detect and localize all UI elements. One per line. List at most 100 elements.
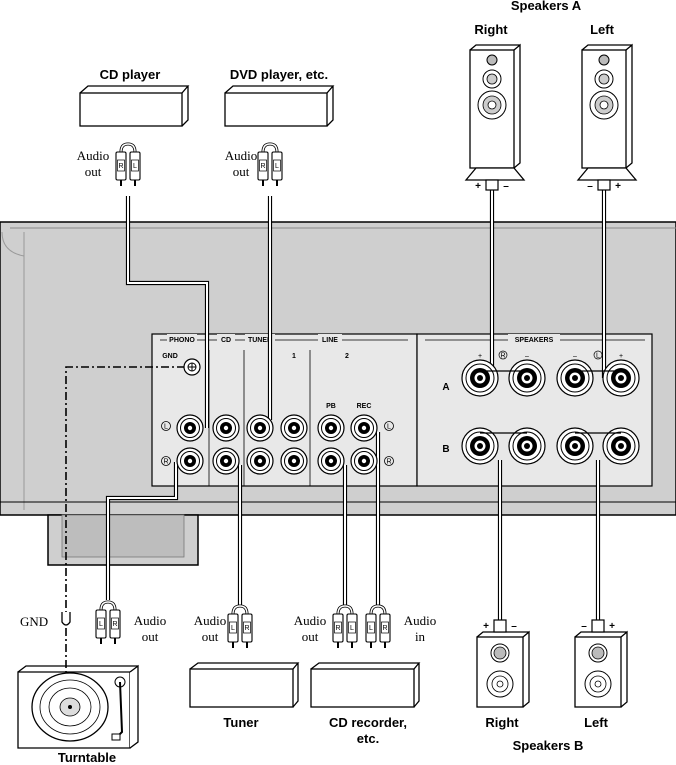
svg-text:R: R [382, 625, 387, 632]
svg-text:L: L [99, 621, 103, 628]
svg-text:+: + [475, 181, 481, 192]
svg-text:Audio: Audio [194, 613, 227, 628]
jack-cd-r [212, 447, 240, 475]
gnd-fork: GND [20, 612, 71, 629]
svg-text:+: + [615, 181, 621, 192]
svg-text:–: – [581, 621, 587, 632]
speaker-terminals [461, 359, 640, 465]
svg-text:Audio: Audio [225, 148, 258, 163]
line-1-label: 1 [292, 353, 296, 360]
speakers-a: Speakers A Right Left [474, 0, 614, 37]
line-label: LINE [322, 337, 338, 344]
cd-label: CD [221, 337, 231, 344]
speakers-b: Right Left Speakers B [485, 715, 608, 753]
jack-tuner-l [246, 414, 274, 442]
svg-text:L: L [231, 625, 235, 632]
speaker-b-left-label: Left [584, 715, 609, 730]
speaker-terminal-b-2 [556, 427, 594, 465]
speaker-a-left-label: Left [590, 22, 615, 37]
svg-text:out: out [302, 629, 319, 644]
cables [65, 190, 607, 672]
cd-player-label: CD player [100, 67, 161, 82]
gnd-terminal [183, 358, 201, 376]
speakers-b-title: Speakers B [513, 738, 584, 753]
svg-text:–: – [503, 181, 509, 192]
svg-text:out: out [202, 629, 219, 644]
jack-line1-l [280, 414, 308, 442]
svg-text:Audio: Audio [134, 613, 167, 628]
row-a-label: A [442, 382, 449, 393]
speaker-terminal-a-2 [556, 359, 594, 397]
speaker-terminal-b-1 [508, 427, 546, 465]
jack-line1-r [280, 447, 308, 475]
svg-text:R: R [244, 625, 249, 632]
speaker-terminal-b-0 [461, 427, 499, 465]
svg-text:R: R [112, 621, 117, 628]
rca-jacks [176, 414, 378, 475]
bookshelf-speakers: + ––+ [476, 619, 628, 708]
speaker-terminal-a-0 [461, 359, 499, 397]
svg-text:L: L [275, 163, 279, 170]
svg-text:+: + [483, 621, 489, 632]
svg-text:R: R [335, 625, 340, 632]
tuner-label: Tuner [223, 715, 258, 730]
gnd-panel-label: GND [162, 353, 178, 360]
svg-text:L: L [350, 625, 354, 632]
svg-text:L: L [133, 163, 137, 170]
svg-text:R: R [386, 459, 391, 466]
audio-labels: Audio out Audio out Audio out Audio out … [77, 148, 437, 644]
svg-text:Audio: Audio [294, 613, 327, 628]
svg-text:R: R [163, 459, 168, 466]
jack-pb-l [317, 414, 345, 442]
svg-text:+: + [478, 353, 482, 360]
tower-speaker-left: –+ [576, 43, 638, 192]
jack-rec-l [350, 414, 378, 442]
svg-text:R: R [260, 163, 265, 170]
speaker-b-right-label: Right [485, 715, 519, 730]
cd-player: CD player [79, 67, 190, 127]
svg-text:Audio: Audio [404, 613, 437, 628]
speaker-a-right-label: Right [474, 22, 508, 37]
cd-recorder-label-2: etc. [357, 731, 379, 746]
dvd-player-label: DVD player, etc. [230, 67, 328, 82]
cd-recorder-label-1: CD recorder, [329, 715, 407, 730]
speakers-panel-label: SPEAKERS [515, 337, 554, 344]
gnd-label: GND [20, 614, 48, 629]
svg-text:R: R [500, 353, 505, 360]
speaker-terminal-a-1 [508, 359, 546, 397]
speaker-terminal-a-3 [602, 359, 640, 397]
jack-cd-l [212, 414, 240, 442]
svg-text:+: + [619, 353, 623, 360]
tower-speaker-right: +– [464, 43, 526, 192]
speakers-a-title: Speakers A [511, 0, 582, 13]
jack-phono-r [176, 447, 204, 475]
jack-tuner-r [246, 447, 274, 475]
tuner-label: TUNER [248, 337, 272, 344]
svg-text:out: out [142, 629, 159, 644]
panel-labels: PHONO CD TUNER LINE 1 2 PB REC GND SPEAK… [160, 334, 645, 455]
svg-text:L: L [596, 353, 600, 360]
dvd-player: DVD player, etc. [224, 67, 335, 127]
svg-text:–: – [573, 353, 577, 360]
jack-pb-r [317, 447, 345, 475]
speaker-terminal-b-3 [602, 427, 640, 465]
jack-phono-l [176, 414, 204, 442]
svg-text:in: in [415, 629, 426, 644]
turntable: Turntable [17, 664, 139, 765]
svg-text:L: L [369, 625, 373, 632]
svg-text:–: – [587, 181, 593, 192]
svg-text:Audio: Audio [77, 148, 110, 163]
svg-text:L: L [387, 424, 391, 431]
phono-label: PHONO [169, 337, 195, 344]
svg-text:out: out [85, 164, 102, 179]
row-b-label: B [442, 444, 449, 455]
tower-speakers: +––+ [464, 43, 638, 192]
bookshelf-speaker-left: –+ [574, 619, 628, 708]
